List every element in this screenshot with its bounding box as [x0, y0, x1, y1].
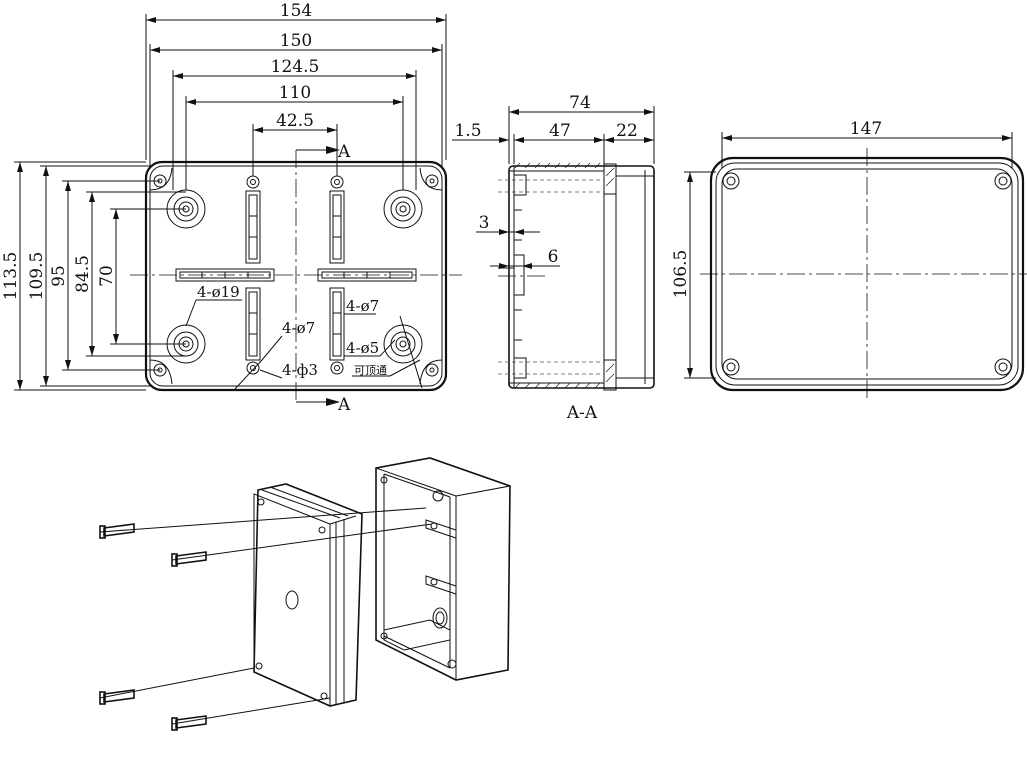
note-through: 可顶通 [354, 364, 387, 377]
dim-109-5: 109.5 [27, 252, 47, 301]
dim-147: 147 [850, 119, 882, 139]
dim-6: 6 [548, 247, 559, 267]
dim-150: 150 [280, 31, 312, 51]
dim-84-5: 84.5 [73, 255, 93, 293]
dim-113-5: 113.5 [1, 252, 21, 301]
section-mark-top: A [337, 142, 351, 162]
card-guide-slots [175, 190, 417, 361]
note-hole-7-left: 4-ø7 [282, 319, 315, 337]
note-hole-7-right: 4-ø7 [346, 297, 379, 315]
dim-3: 3 [479, 213, 490, 233]
dim-42-5: 42.5 [276, 111, 314, 131]
dim-74: 74 [569, 93, 591, 113]
top-view: 154 150 124.5 110 42.5 [1, 1, 462, 415]
horizontal-dimensions [145, 14, 447, 190]
small-holes [246, 175, 344, 375]
section-view [452, 106, 655, 391]
isometric-screws [99, 507, 433, 731]
lid-view [684, 132, 1027, 398]
exploded-isometric-view [99, 457, 511, 731]
section-mark-bottom: A [337, 395, 351, 415]
leaders [185, 299, 423, 391]
dim-95: 95 [49, 265, 69, 287]
corner-screw-holes [149, 167, 443, 385]
dim-22: 22 [616, 121, 638, 141]
dim-70: 70 [97, 265, 117, 287]
dim-124-5: 124.5 [271, 57, 320, 77]
section-outline [508, 165, 655, 389]
isometric-lid [253, 483, 363, 707]
section-cut-line [296, 146, 340, 406]
note-hole-5: 4-ø5 [346, 339, 379, 357]
note-hole-19: 4-ø19 [197, 283, 240, 301]
dim-154: 154 [280, 1, 312, 21]
dim-106-5: 106.5 [671, 250, 691, 299]
dim-47: 47 [549, 121, 571, 141]
isometric-box [375, 457, 511, 681]
vertical-dimensions [14, 161, 186, 391]
dim-1-5: 1.5 [454, 121, 481, 141]
mounting-bosses [166, 189, 423, 364]
dim-110: 110 [279, 83, 311, 103]
section-caption: A-A [566, 403, 598, 423]
note-hole-3: 4-ф3 [282, 361, 318, 379]
